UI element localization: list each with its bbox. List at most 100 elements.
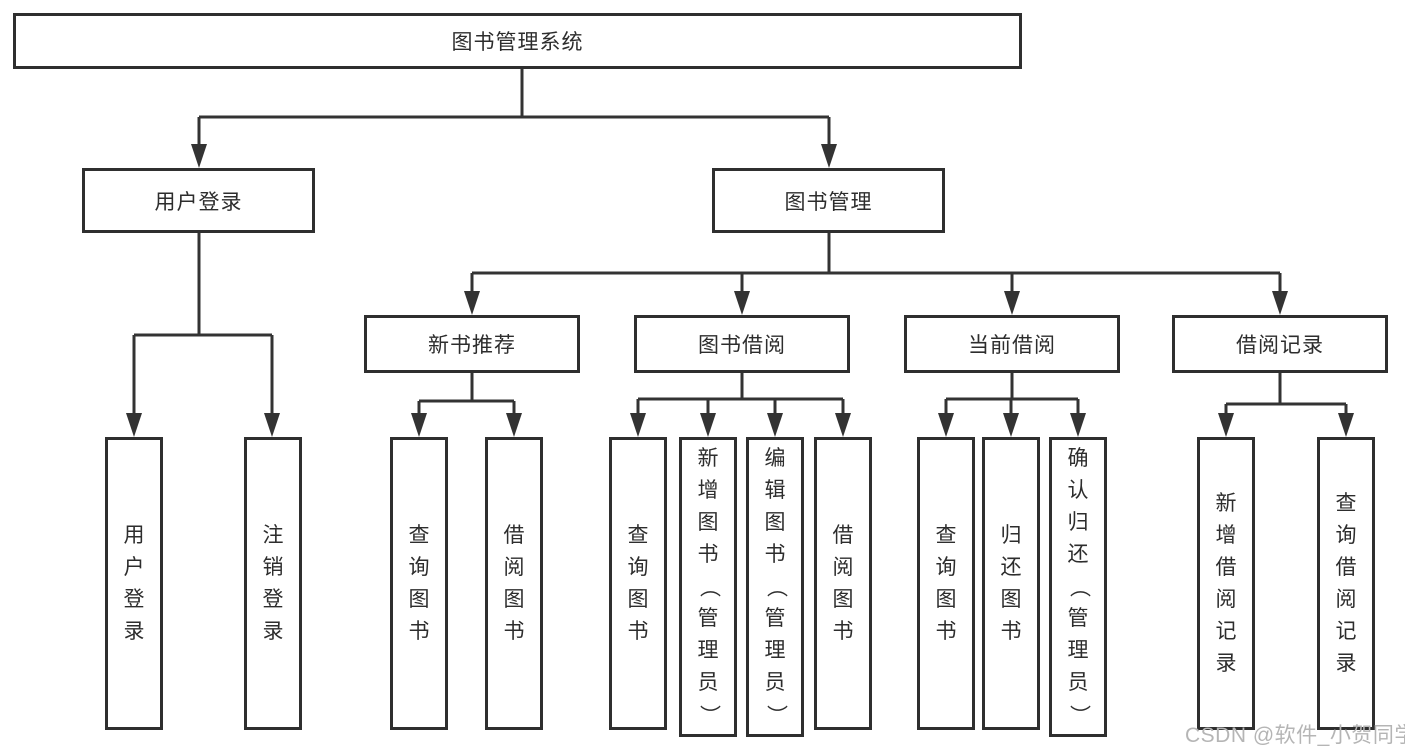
arrowheads-current-borrow-children: [938, 413, 1086, 437]
node-edit-books-admin: 编辑图书 （ 管理员 ）: [746, 437, 804, 737]
vertical-char: 新: [1215, 491, 1237, 515]
vertical-char: 借: [832, 523, 854, 547]
vertical-char: 书: [1000, 619, 1022, 643]
connector-current-borrow-children: [944, 372, 1080, 415]
vertical-char: 员: [697, 671, 719, 694]
vertical-char: 录: [1215, 651, 1237, 675]
vertical-char: 询: [408, 555, 430, 579]
vertical-char: 阅: [503, 555, 525, 579]
csdn-watermark: CSDN @软件_小贺同学: [1185, 724, 1405, 747]
vertical-char: 图: [764, 511, 786, 534]
arrowheads-book-borrow-children: [630, 413, 851, 437]
vertical-char: 录: [1335, 651, 1357, 675]
vertical-char: ）: [697, 704, 720, 726]
vertical-char: 书: [832, 619, 854, 643]
node-logout-action: 注销登录: [244, 437, 302, 730]
node-label: 借阅记录: [1236, 334, 1324, 357]
vertical-char: 查: [627, 523, 649, 547]
arrowheads-borrow-record-children: [1218, 413, 1354, 437]
node-confirm-return-admin: 确认归还（管理员）: [1049, 437, 1107, 737]
vertical-char: 管: [697, 607, 719, 630]
vertical-char: 户: [123, 555, 145, 579]
arrowheads-level3: [464, 291, 1288, 315]
vertical-char: 增: [1215, 523, 1237, 547]
node-borrowing-records: 借阅记录: [1172, 315, 1388, 373]
vertical-char: 销: [262, 555, 284, 579]
node-add-borrow-record: 新增借阅记录: [1197, 437, 1255, 730]
vertical-char: 归: [1067, 511, 1089, 534]
connector-root-to-level2: [197, 68, 831, 146]
vertical-char: ）: [764, 704, 787, 726]
vertical-char: 注: [262, 523, 284, 547]
vertical-char: 书: [697, 543, 719, 566]
vertical-char: 录: [123, 619, 145, 643]
vertical-char: 图: [1000, 587, 1022, 611]
vertical-char: 理: [764, 639, 786, 662]
vertical-char: 认: [1067, 479, 1089, 502]
vertical-char: （: [764, 576, 787, 598]
vertical-char: 查: [1335, 491, 1357, 515]
vertical-char: 图: [503, 587, 525, 611]
vertical-char: 书: [627, 619, 649, 643]
vertical-char: 书: [503, 619, 525, 643]
vertical-char: 阅: [832, 555, 854, 579]
vertical-char: 借: [1335, 555, 1357, 579]
vertical-char: 确: [1067, 447, 1089, 470]
vertical-char: 书: [764, 543, 786, 566]
node-current-borrowing: 当前借阅: [904, 315, 1120, 373]
node-new-book-recommendation: 新书推荐: [364, 315, 580, 373]
node-borrow-books-recommend: 借阅图书: [485, 437, 543, 730]
vertical-char: 还: [1067, 543, 1089, 566]
vertical-char: 记: [1335, 619, 1357, 643]
vertical-char: 辑: [764, 479, 786, 502]
vertical-char: 管: [1067, 607, 1089, 630]
vertical-char: （: [697, 576, 720, 598]
node-label: 用户登录: [154, 190, 243, 214]
vertical-char: 员: [1067, 671, 1089, 694]
node-label: 图书管理系统: [451, 31, 584, 54]
node-label: 图书管理: [784, 190, 873, 214]
arrowheads-level2: [191, 144, 837, 168]
arrowheads-new-book-children: [411, 413, 522, 437]
arrowheads-user-login-children: [126, 413, 280, 437]
vertical-char: 图: [697, 511, 719, 534]
vertical-char: ）: [1067, 704, 1090, 726]
vertical-char: 增: [697, 479, 719, 502]
vertical-char: 询: [935, 555, 957, 579]
node-label: 新书推荐: [428, 334, 516, 357]
node-query-books-recommend: 查询图书: [390, 437, 448, 730]
vertical-char: 编: [764, 447, 786, 470]
node-book-borrowing: 图书借阅: [634, 315, 850, 373]
vertical-char: 用: [123, 523, 145, 547]
vertical-char: 理: [697, 639, 719, 662]
vertical-char: 图: [627, 587, 649, 611]
vertical-char: 阅: [1335, 587, 1357, 611]
vertical-char: 借: [503, 523, 525, 547]
vertical-char: 书: [408, 619, 430, 643]
vertical-char: 阅: [1215, 587, 1237, 611]
vertical-char: 新: [697, 447, 719, 470]
connector-user-login-children: [132, 232, 274, 415]
vertical-char: 归: [1000, 523, 1022, 547]
vertical-char: 查: [408, 523, 430, 547]
connector-book-management-children: [470, 232, 1282, 293]
vertical-char: 查: [935, 523, 957, 547]
connector-new-book-children: [417, 372, 516, 415]
connector-book-borrow-children: [636, 372, 845, 415]
node-add-books-admin: 新增图书 （ 管理员 ）: [679, 437, 737, 737]
vertical-char: 图: [408, 587, 430, 611]
node-query-books-current: 查询图书: [917, 437, 975, 730]
vertical-char: 登: [123, 587, 145, 611]
vertical-char: 登: [262, 587, 284, 611]
node-query-books-borrow: 查询图书: [609, 437, 667, 730]
node-query-borrow-record: 查询借阅记录: [1317, 437, 1375, 730]
vertical-char: 还: [1000, 555, 1022, 579]
connector-borrow-record-children: [1224, 372, 1348, 415]
vertical-char: 借: [1215, 555, 1237, 579]
vertical-char: 管: [764, 607, 786, 630]
vertical-char: 员: [764, 671, 786, 694]
vertical-char: 询: [627, 555, 649, 579]
node-book-management: 图书管理: [712, 168, 945, 233]
vertical-char: 记: [1215, 619, 1237, 643]
